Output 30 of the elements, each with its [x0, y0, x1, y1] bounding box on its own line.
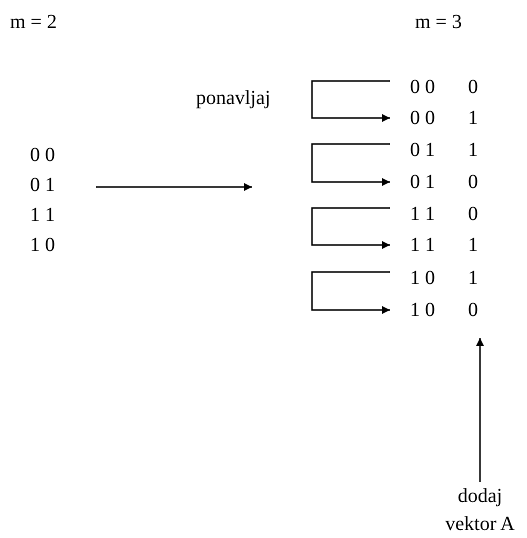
repeat-bracket-arrow [311, 80, 390, 122]
bit-pair: 1 0 [410, 266, 435, 290]
bit-pair: 1 1 [410, 202, 435, 226]
bit-pair: 0 0 [410, 75, 435, 99]
appended-bit: 0 [468, 298, 478, 322]
bit-pair: 1 0 [410, 298, 435, 322]
bit-pair: 0 0 [410, 106, 435, 130]
arrow [96, 183, 252, 191]
bit-pair: 0 1 [30, 173, 56, 198]
bit-pair: 1 1 [410, 233, 435, 257]
repeat-bracket-arrow [311, 271, 390, 314]
appended-bit: 1 [468, 233, 478, 257]
appended-bit: 0 [468, 170, 478, 194]
arrow [476, 338, 484, 482]
caption-text: dodaj vektor A [440, 482, 520, 538]
bit-pair: 1 0 [30, 233, 56, 258]
repeat-bracket-arrow [311, 207, 390, 249]
bit-pair: 0 0 [30, 143, 56, 168]
text-label: ponavljaj [196, 86, 270, 110]
bit-pair: 0 1 [410, 138, 435, 162]
appended-bit: 0 [468, 202, 478, 226]
repeat-bracket-arrow [311, 143, 390, 186]
bit-pair: 1 1 [30, 203, 56, 228]
bit-pair: 0 1 [410, 170, 435, 194]
appended-bit: 0 [468, 75, 478, 99]
appended-bit: 1 [468, 138, 478, 162]
appended-bit: 1 [468, 266, 478, 290]
appended-bit: 1 [468, 106, 478, 130]
text-label: m = 2 [10, 10, 57, 34]
text-label: m = 3 [415, 10, 462, 34]
